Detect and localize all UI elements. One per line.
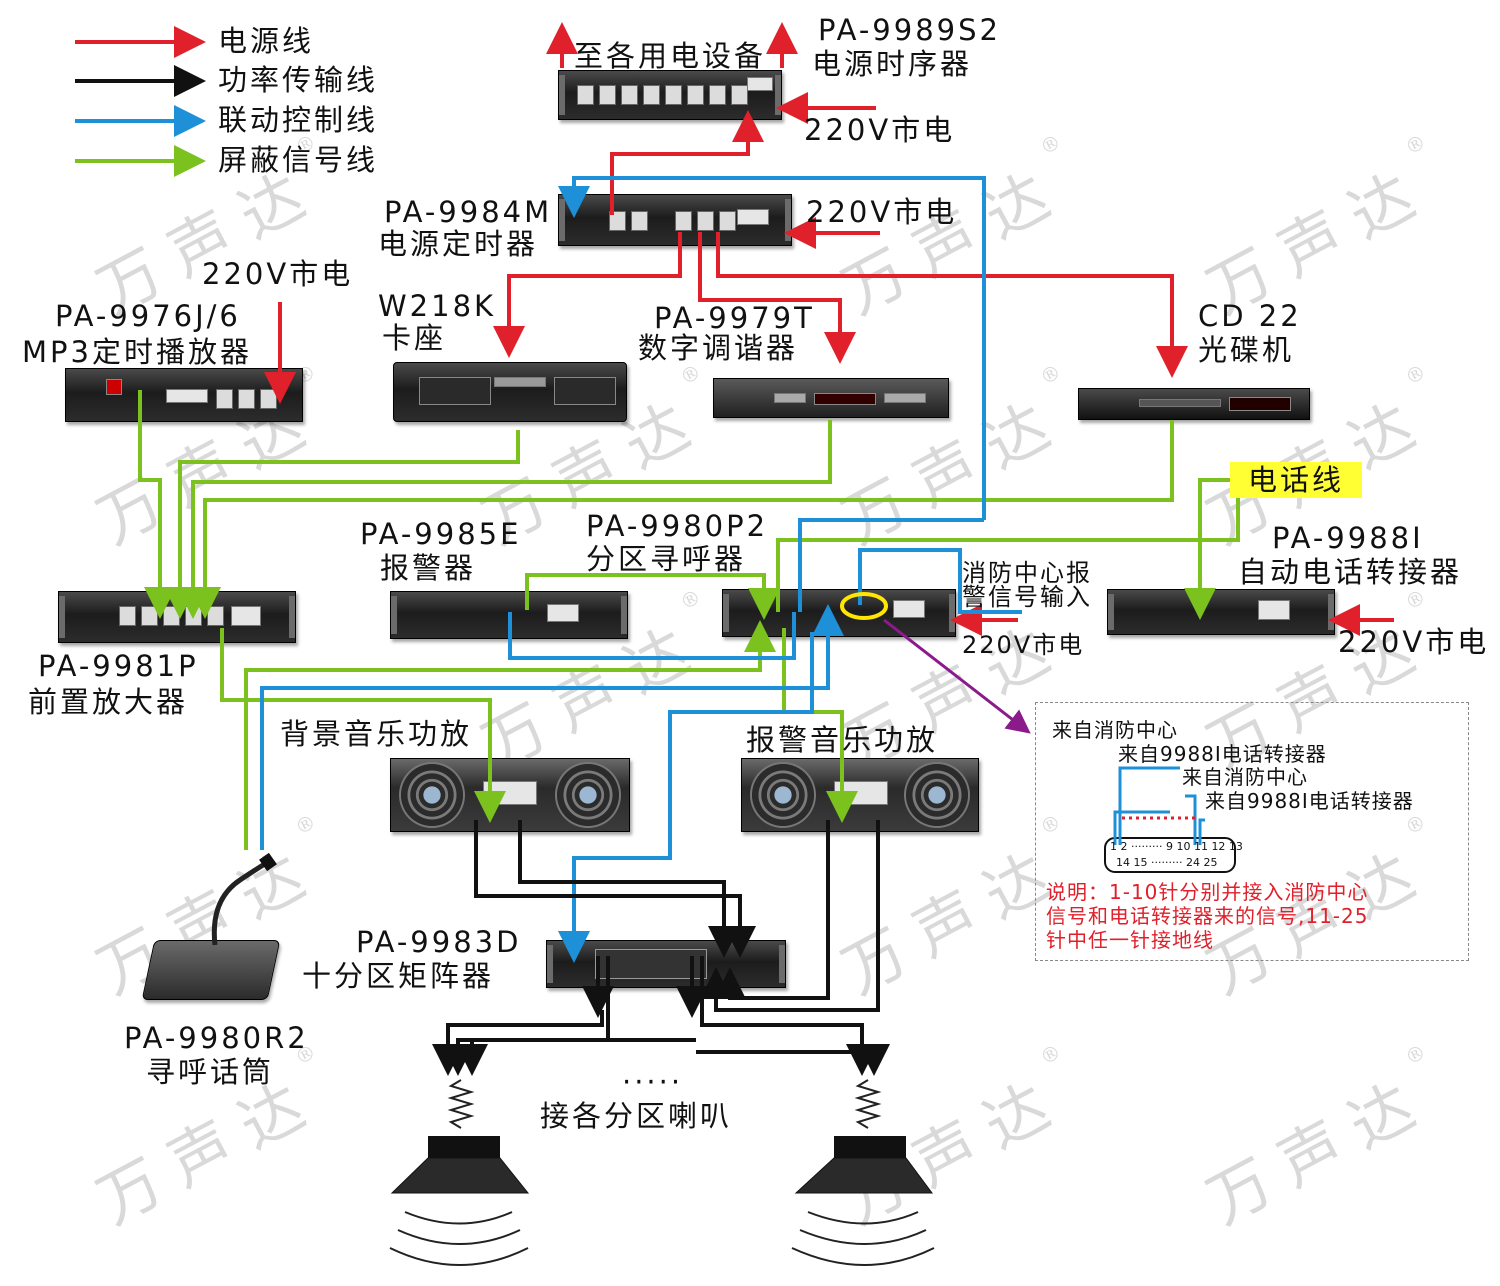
alarm-name: 报警器 (380, 551, 477, 585)
legend-label-power: 电源线 (218, 24, 315, 58)
tuner-name: 数字调谐器 (638, 331, 799, 365)
cassette-model: W218K (378, 289, 497, 323)
fire-input-highlight (840, 592, 888, 620)
alarm-music-amplifier (741, 758, 979, 832)
db25-connector (1104, 766, 1236, 873)
cassette-name: 卡座 (382, 321, 447, 355)
mic-gooseneck (211, 859, 270, 946)
phone-transfer-name: 自动电话转接器 (1238, 555, 1463, 589)
matrix-model: PA-9983D (356, 925, 522, 959)
legend-label-control: 联动控制线 (218, 103, 379, 137)
detail-pointer (883, 618, 1031, 734)
speaker-lines (432, 820, 890, 1076)
cd-name: 光碟机 (1198, 333, 1295, 367)
pager-model: PA-9980P2 (586, 509, 769, 543)
tuner-unit (713, 378, 949, 418)
detail-note-2: 信号和电话转接器来的信号,11-25 (1046, 904, 1369, 928)
sequencer-power-label: 220V市电 (804, 113, 956, 147)
background-music-amplifier (390, 758, 630, 832)
pager-fire-input-label: 消防中心报 (962, 559, 1092, 587)
timer-model: PA-9984M (384, 195, 553, 229)
tuner-model: PA-9979T (654, 301, 815, 335)
mp3-model: PA-9976J/6 (55, 299, 241, 333)
mp3-name: MP3定时播放器 (22, 335, 252, 369)
sequencer-unit (558, 70, 782, 120)
speaker-dots: ····· (622, 1065, 684, 1099)
control-lines (260, 176, 1022, 963)
phone-line-label: 电话线 (1230, 462, 1363, 498)
pager-power-label: 220V市电 (962, 631, 1085, 659)
detail-note-1: 说明：1-10针分别并接入消防中心 (1046, 880, 1369, 904)
bg-amp-name: 背景音乐功放 (280, 717, 473, 751)
detail-line-1: 来自消防中心 (1052, 718, 1178, 742)
sequencer-output-label: 至各用电设备 (574, 39, 767, 73)
mp3-power-label: 220V市电 (202, 257, 354, 291)
mic-name: 寻呼话筒 (146, 1055, 275, 1089)
detail-pins-bottom: 14 15 ········· 24 25 (1116, 856, 1218, 869)
timer-name: 电源定时器 (378, 227, 539, 261)
sequencer-model: PA-9989S2 (818, 13, 1001, 47)
matrix-name: 十分区矩阵器 (302, 959, 495, 993)
pager-fire-input-label-2: 警信号输入 (962, 583, 1092, 611)
mic-head (259, 852, 277, 872)
cd-model: CD 22 (1198, 299, 1302, 333)
matrix-unit (546, 940, 786, 988)
cd-player-unit (1078, 388, 1310, 420)
preamp-model: PA-9981P (38, 649, 199, 683)
detail-line-4: 来自9988I电话转接器 (1205, 789, 1414, 813)
preamp-name: 前置放大器 (28, 685, 189, 719)
phone-transfer-power-label: 220V市电 (1338, 625, 1490, 659)
detail-pins-top: 1 2 ········· 9 10 11 12 13 (1110, 840, 1243, 853)
pager-name: 分区寻呼器 (586, 542, 747, 576)
mp3-player-unit (65, 368, 303, 422)
speaker-label: 接各分区喇叭 (540, 1099, 733, 1133)
legend-arrows (75, 26, 206, 177)
detail-line-3: 来自消防中心 (1182, 765, 1308, 789)
legend-label-transmission: 功率传输线 (218, 63, 379, 97)
power-lines (264, 22, 1394, 636)
cassette-deck-unit (393, 362, 627, 422)
mic-model: PA-9980R2 (124, 1021, 309, 1055)
detail-line-2: 来自9988I电话转接器 (1118, 742, 1327, 766)
sequencer-name: 电源时序器 (812, 47, 973, 81)
alarm-model: PA-9985E (360, 517, 522, 551)
speaker-left (389, 1079, 530, 1266)
detail-note-3: 针中任一针接地线 (1046, 928, 1214, 952)
power-timer-unit (558, 194, 792, 246)
speaker-right (791, 1079, 935, 1266)
timer-power-label: 220V市电 (806, 195, 958, 229)
phone-transfer-model: PA-9988I (1272, 521, 1424, 555)
alarm-amp-name: 报警音乐功放 (746, 723, 939, 757)
legend-label-signal: 屏蔽信号线 (218, 143, 379, 177)
detail-box (1035, 702, 1469, 961)
